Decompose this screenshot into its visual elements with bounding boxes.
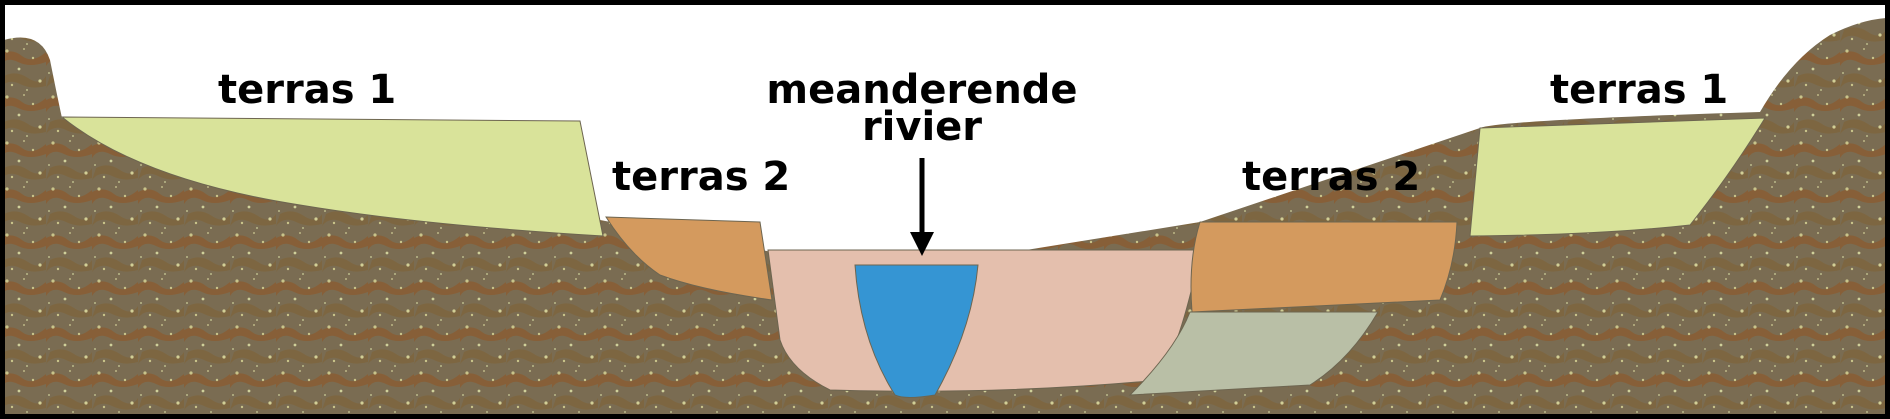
terrace-2-left-shape — [605, 216, 773, 301]
label-river-line-1: meanderende — [766, 67, 1077, 113]
terrace-2-right-shape — [1190, 221, 1458, 313]
terrace-1-left-shape — [60, 116, 604, 237]
label-terrace-1-left: terras 1 — [218, 67, 396, 113]
label-terrace-2-left: terras 2 — [612, 154, 790, 200]
old-fill-shape — [1128, 311, 1379, 396]
terrace-1-right-shape — [1469, 117, 1766, 237]
floodplain-shape — [767, 249, 1201, 392]
bedrock-body — [4, 18, 1886, 414]
label-terrace-2-right: terras 2 — [1242, 154, 1420, 200]
label-terrace-1-right: terras 1 — [1550, 67, 1728, 113]
river-arrow-head — [910, 232, 934, 256]
label-river-line-2: rivier — [862, 104, 982, 150]
river-water-shape — [854, 264, 979, 398]
